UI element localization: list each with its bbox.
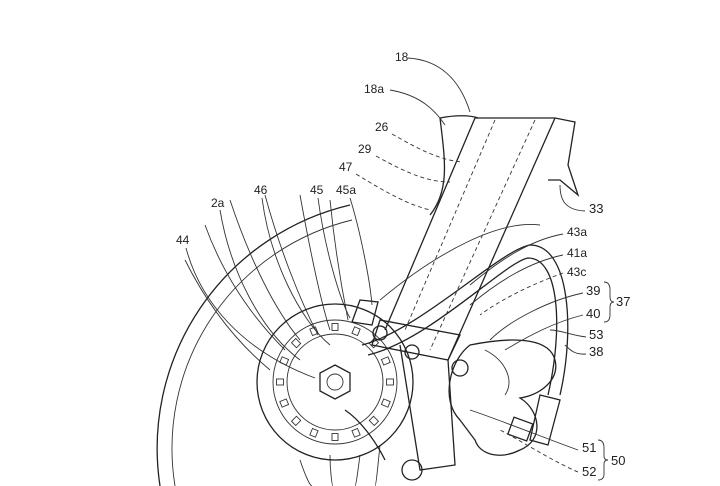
label-43a: 43a xyxy=(567,225,587,239)
brace-50 xyxy=(597,439,609,481)
label-47: 47 xyxy=(339,160,353,174)
hub-hole xyxy=(331,323,339,331)
hub-hole xyxy=(380,356,391,366)
hub-hole xyxy=(331,433,339,441)
hub-hole xyxy=(351,427,361,438)
brake-caliper xyxy=(344,339,561,461)
label-51: 51 xyxy=(582,440,596,455)
hub-hole xyxy=(368,415,380,427)
hub-hole xyxy=(279,398,290,408)
label-45: 45 xyxy=(310,183,324,197)
label-43c: 43c xyxy=(567,265,586,279)
hub-hole xyxy=(276,378,284,386)
label-18: 18 xyxy=(395,50,409,64)
label-40: 40 xyxy=(586,306,600,321)
brace-37 xyxy=(603,281,615,323)
label-53: 53 xyxy=(589,327,603,342)
hub-hole xyxy=(386,378,394,386)
label-46: 46 xyxy=(254,183,268,197)
wheel-hub xyxy=(256,303,414,461)
label-2a: 2a xyxy=(211,196,225,210)
leader-lines xyxy=(185,57,587,473)
label-41a: 41a xyxy=(567,246,587,260)
hub-hole xyxy=(309,427,319,438)
label-44: 44 xyxy=(176,233,190,247)
fender-cover xyxy=(429,115,580,216)
label-29: 29 xyxy=(358,142,372,156)
hub-hole xyxy=(290,337,302,349)
label-26: 26 xyxy=(375,120,389,134)
label-50: 50 xyxy=(611,453,625,468)
label-18a: 18a xyxy=(364,82,384,96)
label-33: 33 xyxy=(589,201,603,216)
hub-hole xyxy=(351,326,361,337)
axle-nut xyxy=(319,364,351,400)
label-37: 37 xyxy=(616,294,630,309)
hub-hole xyxy=(380,398,391,408)
label-52: 52 xyxy=(582,464,596,479)
label-39: 39 xyxy=(586,283,600,298)
hub-hole xyxy=(309,326,319,337)
label-38: 38 xyxy=(589,344,603,359)
hub-hole xyxy=(290,415,302,427)
label-45a: 45a xyxy=(336,183,356,197)
